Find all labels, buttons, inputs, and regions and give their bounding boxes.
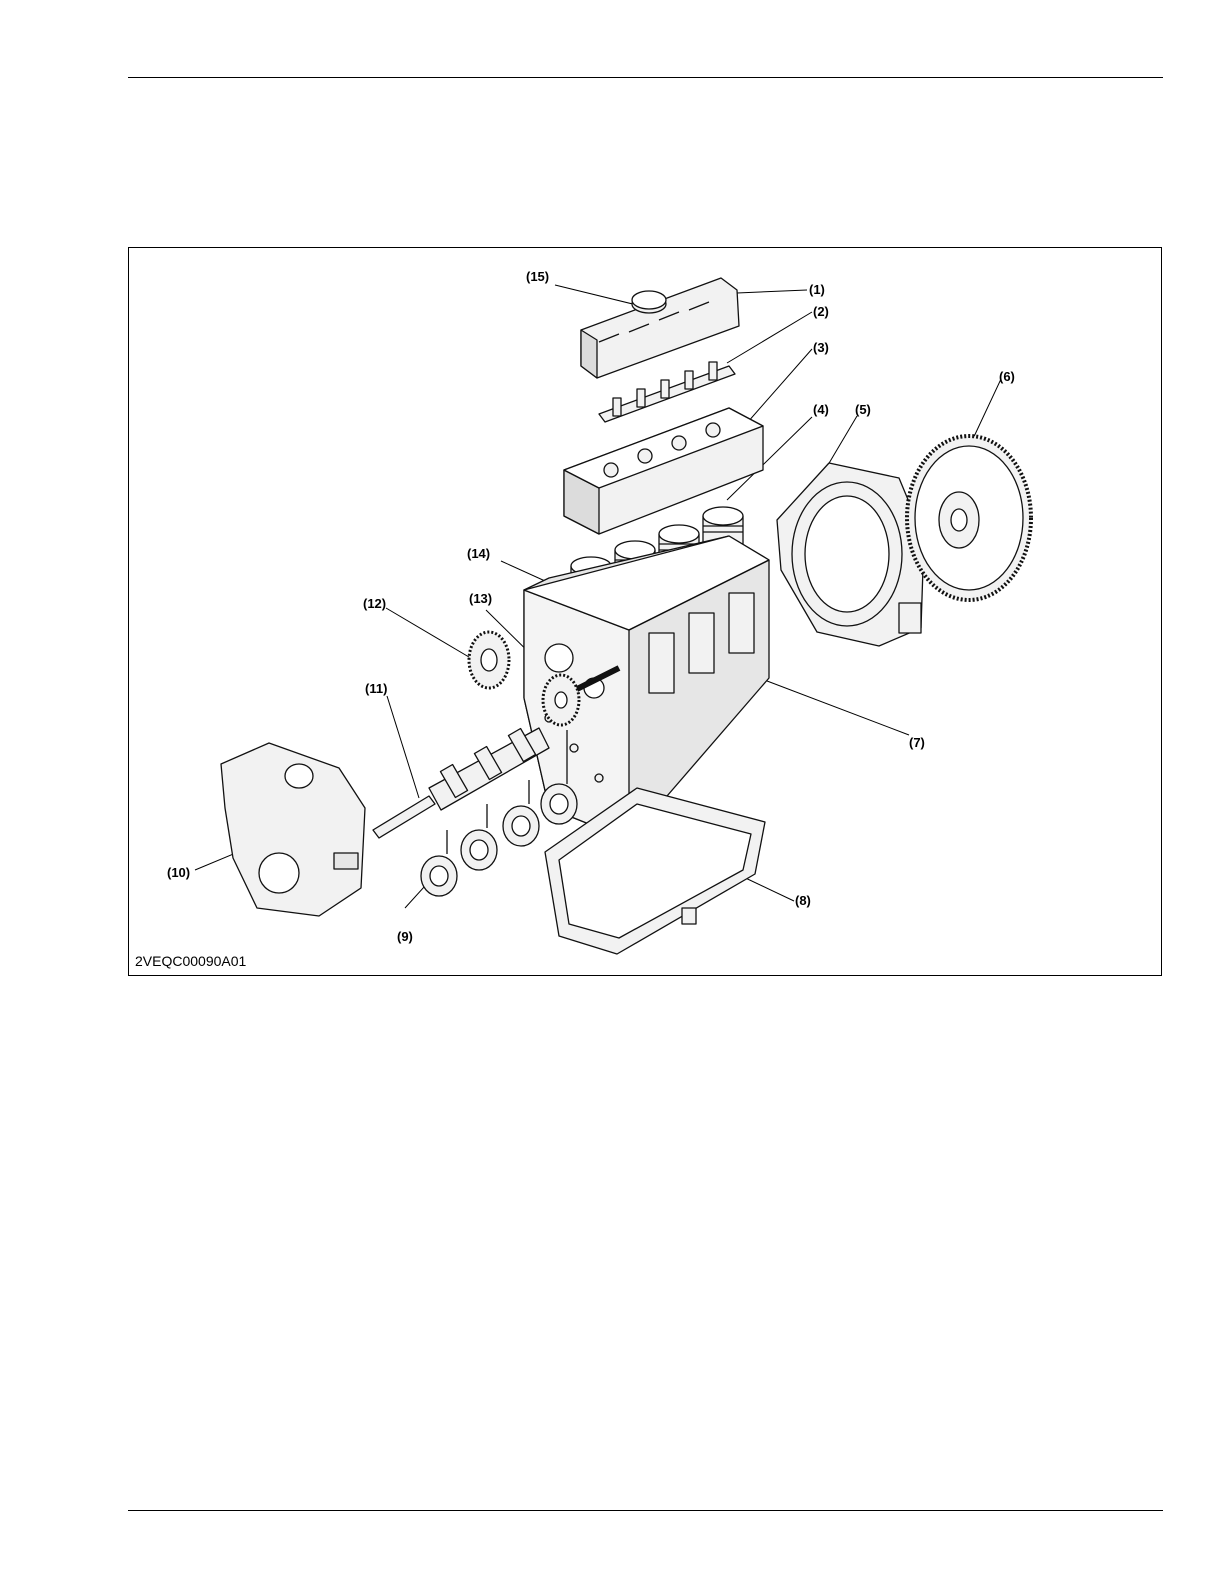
- callout-14: (14): [467, 546, 490, 561]
- figure-code: 2VEQC00090A01: [135, 953, 246, 969]
- engine-exploded-view-figure: (15) (1) (2) (3) (4) (5) (6) (7) (8) (9)…: [128, 247, 1162, 976]
- engine-exploded-diagram: (15) (1) (2) (3) (4) (5) (6) (7) (8) (9)…: [129, 248, 1163, 977]
- flywheel: [907, 436, 1031, 600]
- flywheel-housing: [777, 463, 924, 646]
- callout-13: (13): [469, 591, 492, 606]
- idle-gear: [469, 632, 509, 688]
- callout-4: (4): [813, 402, 829, 417]
- callout-2: (2): [813, 304, 829, 319]
- footer-rule: [128, 1510, 1163, 1511]
- gear-case: [221, 743, 365, 916]
- callout-11: (11): [365, 681, 387, 696]
- callout-15: (15): [526, 269, 549, 284]
- callout-8: (8): [795, 893, 811, 908]
- callout-12: (12): [363, 596, 386, 611]
- callout-10: (10): [167, 865, 190, 880]
- callout-7: (7): [909, 735, 925, 750]
- callout-6: (6): [999, 369, 1015, 384]
- callout-1: (1): [809, 282, 825, 297]
- callout-9: (9): [397, 929, 413, 944]
- callout-3: (3): [813, 340, 829, 355]
- header-rule: [128, 77, 1163, 78]
- callout-5: (5): [855, 402, 871, 417]
